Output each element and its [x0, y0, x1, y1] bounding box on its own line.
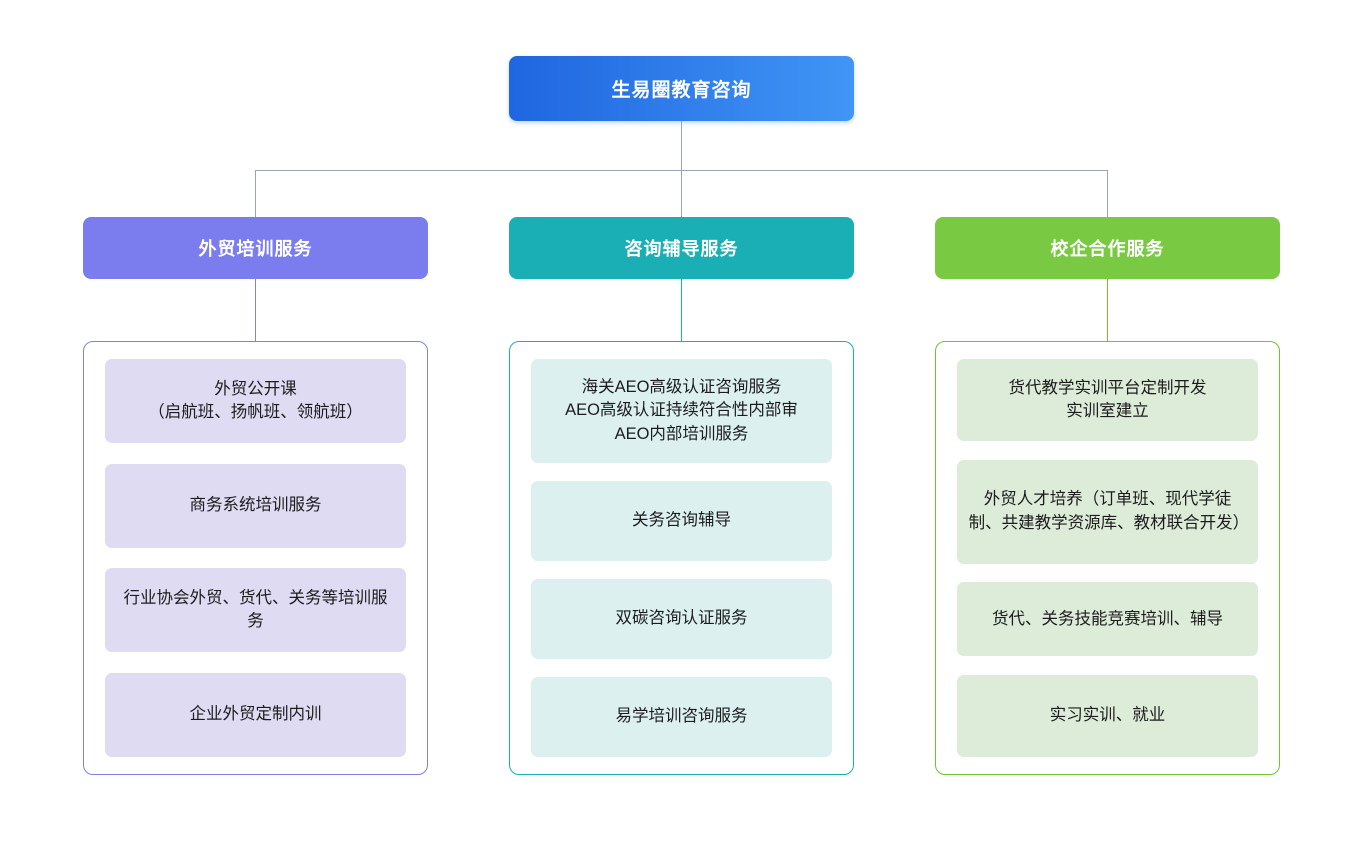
category-header-label: 外贸培训服务	[198, 239, 313, 259]
leaf-item[interactable]: 易学培训咨询服务	[530, 677, 833, 757]
root-node-label: 生易圈教育咨询	[611, 80, 752, 101]
leaf-item-label: 双碳咨询认证服务	[615, 609, 748, 628]
leaf-item[interactable]: 外贸公开课 （启航班、扬帆班、领航班）	[104, 359, 407, 443]
leaf-item[interactable]: 商务系统培训服务	[104, 463, 407, 548]
connector-header-to-group-1	[255, 279, 256, 341]
leaf-item[interactable]: 海关AEO高级认证咨询服务 AEO高级认证持续符合性内部审 AEO内部培训服务	[530, 359, 833, 463]
category-header-label: 校企合作服务	[1050, 239, 1165, 259]
leaf-item[interactable]: 外贸人才培养（订单班、现代学徒制、共建教学资源库、教材联合开发）	[956, 459, 1259, 564]
leaf-item-label: 实习实训、就业	[1049, 706, 1166, 725]
leaf-item-label: 行业协会外贸、货代、关务等培训服务	[123, 588, 388, 631]
group-container-咨询辅导服务: 海关AEO高级认证咨询服务 AEO高级认证持续符合性内部审 AEO内部培训服务 …	[509, 341, 854, 775]
category-header-label: 咨询辅导服务	[624, 239, 739, 259]
group-container-校企合作服务: 货代教学实训平台定制开发 实训室建立 外贸人才培养（订单班、现代学徒制、共建教学…	[935, 341, 1280, 775]
group-container-外贸培训服务: 外贸公开课 （启航班、扬帆班、领航班） 商务系统培训服务 行业协会外贸、货代、关…	[83, 341, 428, 775]
leaf-item[interactable]: 双碳咨询认证服务	[530, 579, 833, 659]
category-header-外贸培训服务[interactable]: 外贸培训服务	[83, 217, 428, 279]
leaf-item-label: 企业外贸定制内训	[189, 705, 322, 724]
connector-drop-branch-3	[1107, 170, 1108, 217]
leaf-item-label: 易学培训咨询服务	[615, 707, 748, 726]
leaf-item-label: 关务咨询辅导	[631, 511, 731, 530]
leaf-item-label: 海关AEO高级认证咨询服务 AEO高级认证持续符合性内部审 AEO内部培训服务	[565, 377, 798, 443]
leaf-item-label: 货代、关务技能竞赛培训、辅导	[991, 609, 1223, 628]
leaf-item-label: 货代教学实训平台定制开发 实训室建立	[1008, 378, 1207, 420]
leaf-item[interactable]: 企业外贸定制内训	[104, 672, 407, 757]
connector-root-stem	[681, 121, 682, 171]
leaf-item[interactable]: 实习实训、就业	[956, 674, 1259, 757]
leaf-item[interactable]: 货代教学实训平台定制开发 实训室建立	[956, 359, 1259, 441]
leaf-item-label: 外贸公开课 （启航班、扬帆班、领航班）	[148, 379, 363, 421]
connector-drop-branch-1	[255, 170, 256, 217]
leaf-item[interactable]: 关务咨询辅导	[530, 481, 833, 561]
connector-header-to-group-3	[1107, 279, 1108, 341]
leaf-item-label: 商务系统培训服务	[189, 495, 322, 514]
leaf-item[interactable]: 行业协会外贸、货代、关务等培训服务	[104, 568, 407, 653]
root-node-生易圈教育咨询[interactable]: 生易圈教育咨询	[509, 56, 854, 121]
leaf-item[interactable]: 货代、关务技能竞赛培训、辅导	[956, 582, 1259, 657]
connector-header-to-group-2	[681, 279, 682, 341]
category-header-校企合作服务[interactable]: 校企合作服务	[935, 217, 1280, 279]
connector-drop-branch-2	[681, 170, 682, 217]
category-header-咨询辅导服务[interactable]: 咨询辅导服务	[509, 217, 854, 279]
leaf-item-label: 外贸人才培养（订单班、现代学徒制、共建教学资源库、教材联合开发）	[968, 490, 1250, 532]
